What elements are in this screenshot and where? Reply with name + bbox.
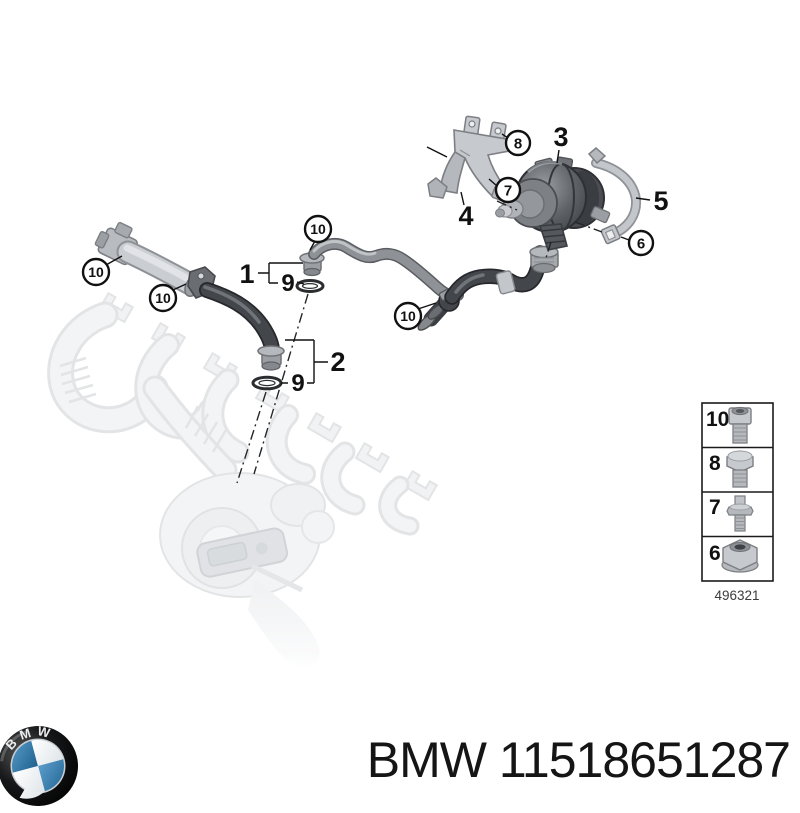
callout-9a: 9 — [281, 270, 294, 297]
band-clamp — [495, 270, 516, 295]
svg-text:6: 6 — [637, 236, 645, 253]
hose-line-1-assembly — [295, 237, 559, 331]
clamp-strap — [587, 147, 642, 245]
callout-circle-8: 8 — [504, 129, 532, 157]
hose-line-2-assembly — [94, 221, 285, 391]
callout-circle-10-c: 10 — [303, 214, 333, 244]
pipe-fitting-2 — [257, 345, 285, 371]
legend-row-10: 10 — [706, 406, 752, 444]
callout-5: 5 — [653, 186, 668, 216]
callout-circle-10-a: 10 — [81, 257, 111, 287]
mounting-bracket — [427, 115, 512, 203]
ghost-engine-assembly — [47, 291, 439, 668]
socket-head-screw-icon — [728, 406, 752, 444]
water-pump — [495, 156, 611, 251]
callout-9b: 9 — [291, 370, 304, 397]
svg-text:6: 6 — [709, 542, 721, 565]
pump-outlet-barb — [538, 223, 568, 251]
callout-circle-7: 7 — [494, 176, 522, 204]
svg-text:10: 10 — [155, 290, 171, 306]
fastener-legend: 10 8 7 — [701, 402, 774, 582]
svg-text:10: 10 — [88, 264, 104, 280]
callout-3: 3 — [553, 122, 568, 152]
svg-text:7: 7 — [709, 496, 721, 519]
callout-circle-10-d: 10 — [393, 301, 423, 331]
legend-row-6: 6 — [709, 539, 759, 573]
bmw-logo: BMW — [0, 718, 80, 808]
svg-text:8: 8 — [709, 452, 721, 475]
pump-connector-stub — [590, 206, 611, 224]
legend-row-8: 8 — [709, 450, 754, 488]
diagram-code: 496321 — [714, 588, 759, 603]
hex-flange-bolt-icon — [726, 450, 754, 488]
svg-text:10: 10 — [310, 221, 326, 237]
callouts: 10 10 10 10 8 7 6 1 9 2 9 3 — [81, 122, 669, 397]
part-number-text: BMW 11518651287 — [366, 732, 791, 788]
callout-2: 2 — [330, 347, 345, 377]
elbow-connector — [529, 245, 559, 274]
o-ring-2 — [251, 375, 283, 391]
legend-row-7: 7 — [709, 495, 754, 532]
hex-flange-nut-icon — [721, 539, 759, 573]
o-ring-1 — [295, 279, 325, 293]
callout-circle-10-b: 10 — [148, 283, 178, 313]
projection-lines — [236, 146, 603, 484]
callout-4: 4 — [458, 201, 473, 231]
callout-1: 1 — [239, 259, 254, 289]
stud-bolt-icon — [726, 495, 754, 532]
svg-text:8: 8 — [514, 136, 522, 153]
callout-circle-6: 6 — [627, 229, 655, 257]
svg-text:10: 10 — [706, 408, 729, 431]
svg-text:7: 7 — [504, 183, 512, 200]
svg-text:10: 10 — [400, 308, 416, 324]
